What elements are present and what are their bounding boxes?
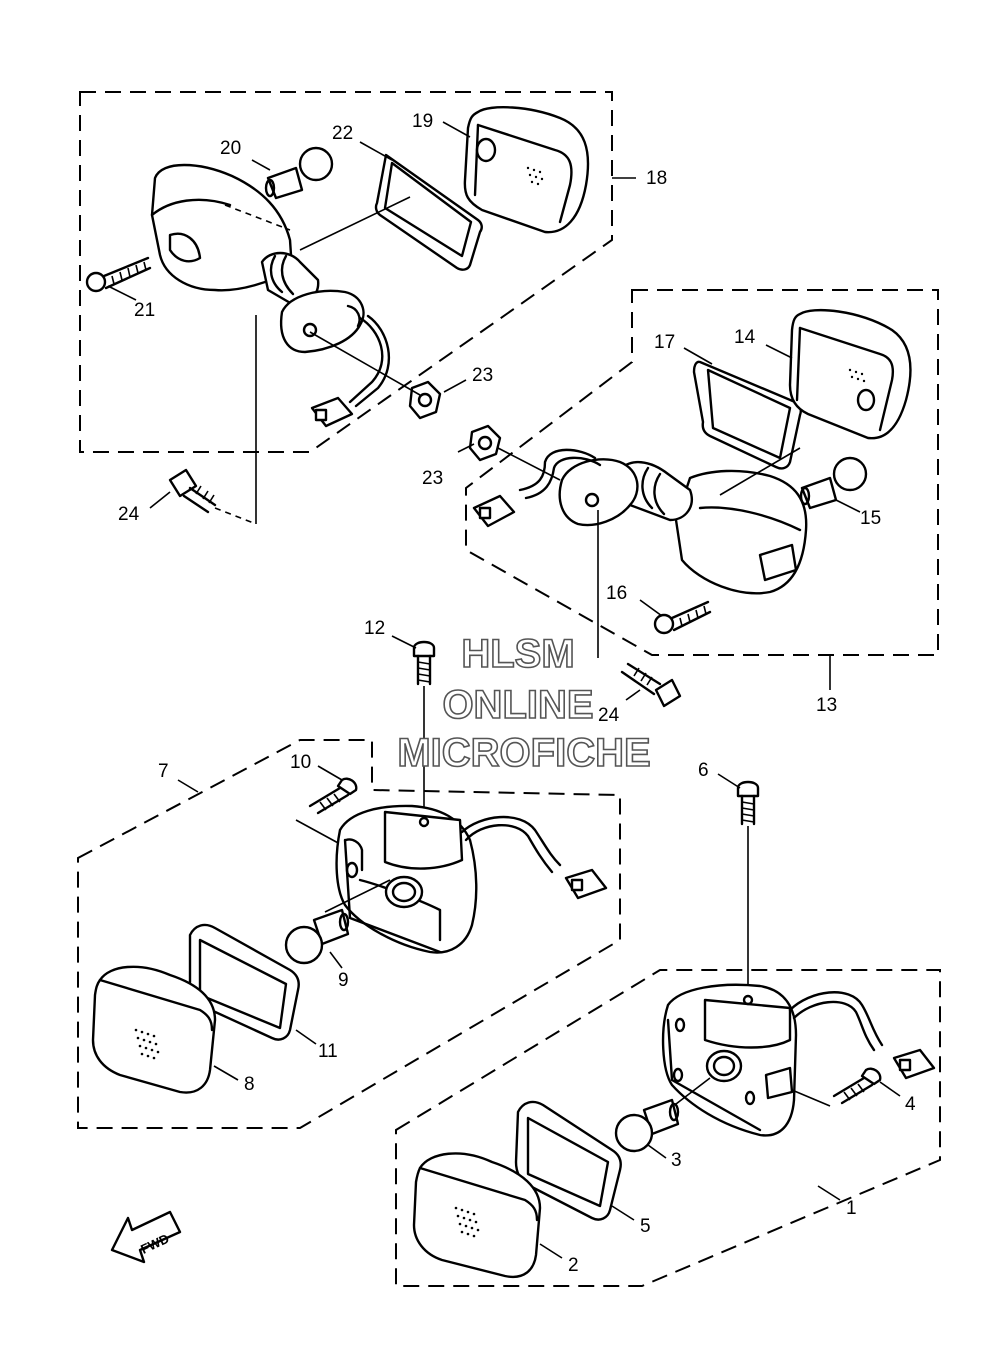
callout-15: 15	[860, 508, 881, 529]
lens-14-texture	[848, 368, 866, 383]
lens-19-texture	[526, 166, 544, 186]
lens-2-texture	[454, 1206, 480, 1238]
callout-12: 12	[364, 618, 385, 639]
bulb-3	[614, 1077, 711, 1159]
nut-23a	[408, 380, 442, 420]
callout-8: 8	[244, 1074, 255, 1095]
assembly-1	[395, 969, 941, 1287]
fwd-arrow-icon: FWD	[110, 1210, 182, 1264]
callout-24-left: 24	[118, 504, 140, 525]
assembly-18	[79, 91, 636, 453]
callout-6: 6	[698, 760, 709, 781]
flange-18	[279, 289, 365, 354]
callout-24-middle: 24	[598, 705, 620, 726]
screw-6	[717, 773, 760, 994]
watermark-line-1: HLSM	[461, 632, 574, 676]
callout-23-upper: 23	[472, 365, 493, 386]
callout-5: 5	[640, 1216, 651, 1237]
callout-20: 20	[220, 138, 241, 159]
callout-11: 11	[318, 1041, 338, 1062]
lens-2	[412, 1152, 542, 1279]
lens-19	[463, 106, 590, 234]
callout-21: 21	[134, 300, 155, 321]
screw-4	[791, 1067, 901, 1107]
callout-19: 19	[412, 111, 433, 132]
housing-top-7	[383, 810, 464, 870]
lens-14	[788, 309, 912, 440]
nut-23b	[468, 424, 502, 462]
callout-1: 1	[846, 1198, 857, 1219]
watermark-line-2: ONLINE	[442, 683, 593, 727]
bulb-20	[264, 146, 334, 200]
gasket-22	[374, 153, 483, 271]
callout-23-lower: 23	[422, 468, 443, 489]
callout-2: 2	[568, 1255, 579, 1276]
housing-body-13	[674, 469, 808, 595]
callout-18: 18	[646, 168, 667, 189]
lens-8-texture	[134, 1028, 160, 1060]
screw-16	[653, 600, 712, 635]
callout-10: 10	[290, 752, 311, 773]
watermark-line-3: MICROFICHE	[397, 731, 650, 775]
watermark: HLSM ONLINE MICROFICHE	[397, 631, 652, 776]
callout-16: 16	[606, 583, 627, 604]
housing-top-1	[703, 998, 792, 1049]
callout-3: 3	[671, 1150, 682, 1171]
callout-14: 14	[734, 327, 756, 348]
assembly-7	[77, 739, 621, 1129]
callout-22: 22	[332, 123, 353, 144]
gasket-17	[692, 360, 802, 470]
callout-7: 7	[158, 761, 169, 782]
stem-13	[618, 461, 693, 522]
callout-13: 13	[816, 695, 837, 716]
callout-9: 9	[338, 970, 349, 991]
bolt-24b	[597, 510, 682, 708]
bulb-9	[284, 908, 350, 969]
screw-10	[295, 765, 358, 845]
callout-labels: 1 2 3 4 5 6 7 8 9 10 11 12 13 14 15 16 1…	[118, 111, 916, 1276]
callout-4: 4	[905, 1094, 916, 1115]
bolt-24a	[149, 315, 257, 525]
callout-17: 17	[654, 332, 675, 353]
screw-21	[85, 256, 152, 293]
assembly-13	[457, 289, 939, 690]
bulb-15	[799, 456, 868, 510]
screw-12	[391, 635, 436, 822]
flange-13	[558, 458, 639, 527]
lens-8	[91, 965, 217, 1094]
